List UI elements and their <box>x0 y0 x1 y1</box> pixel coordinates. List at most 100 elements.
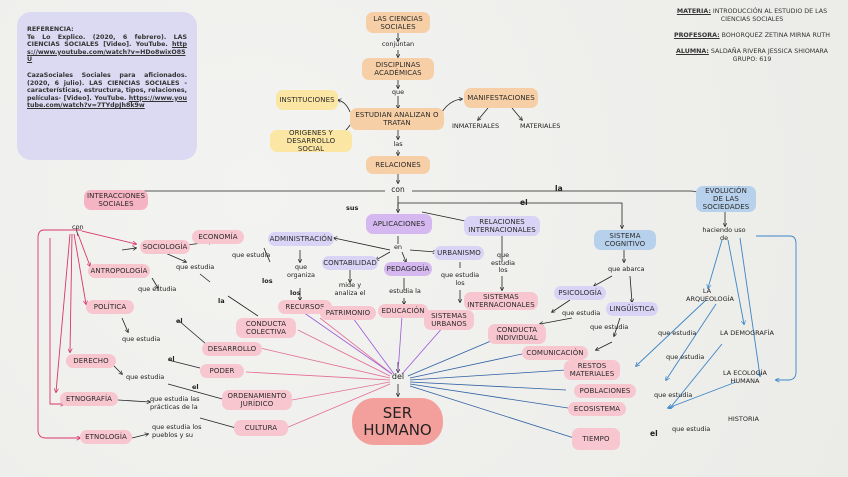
label-que-estudia-los: que estudia los <box>440 271 480 287</box>
node-restos-materiales: RESTOS MATERIALES <box>564 360 620 380</box>
reference-text: CazaSociales Sociales para aficionados. … <box>27 71 187 102</box>
info-block: MATERIA: INTRODUCCIÓN AL ESTUDIO DE LAS … <box>672 8 832 64</box>
label-que-estudia-los-2: que estudia los <box>491 251 515 274</box>
reference-link[interactable]: https://www.youtube.com/watch?v=HDo8wixO… <box>27 41 187 64</box>
label-demografia: LA DEMOGRAFÍA <box>720 329 774 337</box>
label-los: los <box>262 277 273 285</box>
node-poblaciones: POBLACIONES <box>574 384 636 398</box>
node-tiempo: TIEMPO <box>572 428 620 450</box>
node-conducta-individual: CONDUCTA INDIVIDUAL <box>488 324 546 344</box>
label-que-estudia-4: que estudia <box>122 335 161 343</box>
node-sistemas-internacionales: SISTEMAS INTERNACIONALES <box>464 292 538 310</box>
node-derecho: DERECHO <box>66 354 116 368</box>
node-patrimonio: PATRIMONIO <box>320 306 376 320</box>
label-la: la <box>555 184 563 193</box>
profesora-row: PROFESORA: BOHORQUEZ ZETINA MIRNA RUTH <box>672 32 832 40</box>
node-desarrollo: DESARROLLO <box>202 342 262 356</box>
node-origenes: ORIGENES Y DESARROLLO SOCIAL <box>270 129 352 153</box>
reference-heading: REFERENCIA: <box>27 26 74 33</box>
node-recursos: RECURSOS <box>278 300 332 314</box>
node-sistemas-urbanos: SISTEMAS URBANOS <box>424 310 474 330</box>
label-que-estudia-9: que estudia <box>654 391 693 399</box>
node-manifestaciones: MANIFESTACIONES <box>464 88 538 108</box>
label-materiales: MATERIALES <box>520 122 561 130</box>
label-el-5: el <box>650 429 658 438</box>
label-el-4: el <box>192 383 199 391</box>
node-relaciones-internacionales: RELACIONES INTERNACIONALES <box>464 216 540 236</box>
node-ecosistema: ECOSISTEMA <box>568 402 626 416</box>
grupo: GRUPO: 619 <box>732 56 772 63</box>
label-que-organiza: que organiza <box>287 263 315 279</box>
label-arqueologia: LA ARQUEOLOGÍA <box>686 287 734 303</box>
label-que-estudia-6: que estudia <box>562 309 601 317</box>
materia-label: MATERIA: <box>676 8 711 15</box>
label-conjuntan: conjuntan <box>381 40 415 48</box>
node-psicologia: PSICOLOGÍA <box>554 286 606 300</box>
label-en: en <box>393 243 403 251</box>
label-ecologia: LA ECOLOGÍA HUMANA <box>723 369 767 385</box>
label-que-estudia-10: que estudia <box>666 353 705 361</box>
node-sociologia: SOCIOLOGÍA <box>140 240 190 254</box>
label-historia: HISTORIA <box>728 415 759 423</box>
label-que-estudia-7: que estudia <box>590 323 629 331</box>
label-que-estudia-1: que estudia <box>232 251 271 259</box>
node-interacciones: INTERACCIONES SOCIALES <box>84 190 148 210</box>
node-politica: POLÍTICA <box>86 300 134 314</box>
reference-entry-2: CazaSociales Sociales para aficionados. … <box>27 72 187 110</box>
alumna-row: ALUMNA: SALDAÑA RIVERA JESSICA SHIOMARA <box>672 48 832 56</box>
node-pedagogia: PEDAGOGÍA <box>384 262 432 276</box>
node-poder: PODER <box>200 364 244 378</box>
node-aplicaciones: APLICACIONES <box>366 214 432 234</box>
label-que-estudia-5: que estudia <box>126 373 165 381</box>
node-urbanismo: URBANISMO <box>434 246 484 260</box>
node-contabilidad: CONTABILIDAD <box>322 256 378 270</box>
node-instituciones: INSTITUCIONES <box>276 90 338 110</box>
label-el-2: el <box>176 317 183 325</box>
node-ciencias-sociales: LAS CIENCIAS SOCIALES <box>366 12 430 33</box>
node-ser-humano: SER HUMANO <box>352 398 443 445</box>
node-conducta-colectiva: CONDUCTA COLECTIVA <box>236 318 296 338</box>
label-que-estudia-11: que estudia <box>658 329 697 337</box>
label-que: que <box>391 88 405 96</box>
node-estudian: ESTUDIAN ANALIZAN O TRATAN <box>350 108 444 130</box>
label-del: del <box>391 372 405 381</box>
reference-text: Te Lo Explico. (2020, 6 febrero). LAS CI… <box>27 33 187 49</box>
label-estudia-la: estudia la <box>389 287 421 295</box>
node-comunicacion: COMUNICACIÓN <box>522 346 588 360</box>
label-haciendo-uso: haciendo uso de <box>702 226 746 242</box>
label-que-abarca: que abarca <box>608 265 645 273</box>
profesora-label: PROFESORA: <box>673 32 720 39</box>
alumna-label: ALUMNA: <box>676 48 709 55</box>
label-el: el <box>520 198 528 207</box>
node-cultura: CULTURA <box>234 420 288 436</box>
alumna-value: SALDAÑA RIVERA JESSICA SHIOMARA <box>710 48 828 55</box>
reference-entry-1: Te Lo Explico. (2020, 6 febrero). LAS CI… <box>27 34 187 64</box>
label-con: con <box>391 185 405 194</box>
node-administracion: ADMINISTRACIÓN <box>268 232 334 246</box>
label-practicas: que estudia las prácticas de la <box>150 395 200 411</box>
node-economia: ECONOMÍA <box>192 230 244 244</box>
label-con-2: con <box>72 223 84 231</box>
label-pueblos: que estudia los pueblos y su <box>152 423 202 439</box>
materia-value: INTRODUCCIÓN AL ESTUDIO DE LAS CIENCIAS … <box>712 8 828 23</box>
node-antropologia: ANTROPOLOGÍA <box>88 264 150 278</box>
node-ordenamiento: ORDENAMIENTO JURÍDICO <box>222 390 292 410</box>
node-etnologia: ETNOLOGÍA <box>80 430 132 444</box>
reference-box: REFERENCIA: Te Lo Explico. (2020, 6 febr… <box>17 12 197 160</box>
label-inmateriales: INMATERIALES <box>452 122 500 130</box>
reference-link[interactable]: https://www.youtube.com/watch?v=7TYdpJh8… <box>27 94 187 110</box>
node-evolucion: EVOLUCIÓN DE LAS SOCIEDADES <box>696 186 756 212</box>
profesora-value: BOHORQUEZ ZETINA MIRNA RUTH <box>721 32 831 39</box>
label-que-estudia-2: que estudia <box>176 263 215 271</box>
node-sistema-cognitivo: SISTEMA COGNITIVO <box>594 230 656 250</box>
materia-row: MATERIA: INTRODUCCIÓN AL ESTUDIO DE LAS … <box>672 8 832 24</box>
node-linguistica: LINGÜÍSTICA <box>606 302 658 316</box>
node-etnografia: ETNOGRAFÍA <box>60 392 118 406</box>
node-disciplinas: DISCIPLINAS ACADÉMICAS <box>362 58 434 80</box>
node-relaciones: RELACIONES <box>366 156 430 174</box>
label-los-2: los <box>290 289 301 297</box>
label-mide-analiza: mide y analiza el <box>334 281 366 297</box>
label-el-3: el <box>168 355 175 363</box>
label-que-estudia-3: que estudia <box>138 285 177 293</box>
